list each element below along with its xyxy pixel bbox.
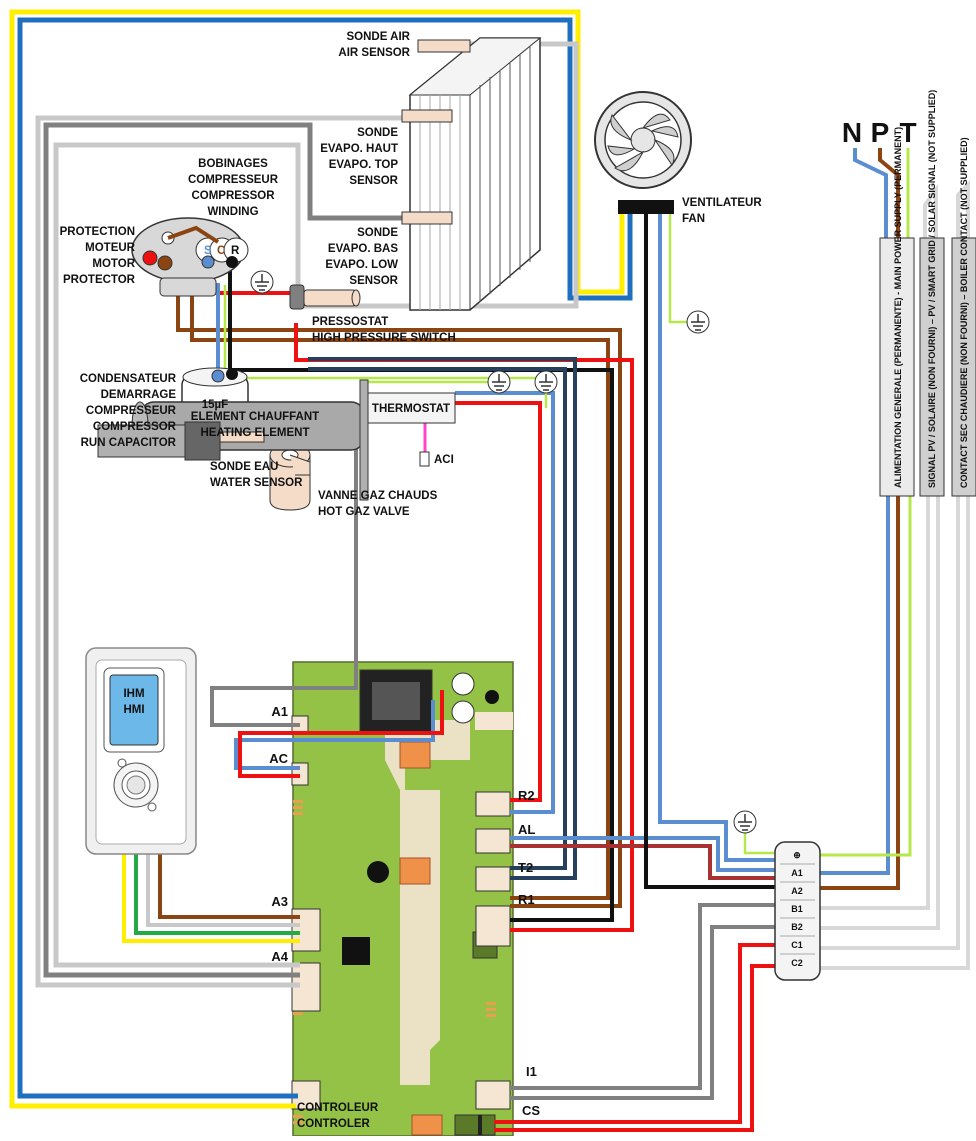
supply-t-label: T (899, 117, 916, 148)
protector-label: PROTECTION (60, 226, 135, 238)
hmi-label: HMI (123, 704, 144, 716)
evap-top-label: SENSOR (349, 175, 398, 187)
controller-label: CONTROLEUR (297, 1102, 379, 1114)
earth-icon (534, 370, 558, 394)
earth-icon (733, 810, 757, 834)
evap-top-label: EVAPO. HAUT (320, 143, 398, 155)
protector-label: PROTECTOR (63, 274, 136, 286)
valve-label: VANNE GAZ CHAUDS (318, 490, 438, 502)
terminal-block: ⊕ A1 A2 B1 B2 C1 C2 (774, 841, 821, 981)
fan-icon (594, 91, 692, 214)
evap-top-label: SONDE (357, 127, 398, 139)
connector-a4: A4 (271, 949, 288, 964)
terminal-row: C1 (791, 940, 803, 950)
capacitor-label: DEMARRAGE (101, 389, 177, 401)
evap-low-label: EVAPO. LOW (325, 259, 398, 271)
valve-label: HOT GAZ VALVE (318, 506, 410, 518)
evap-low-label: SENSOR (349, 275, 398, 287)
connector-ac: AC (269, 751, 288, 766)
hmi-panel (85, 647, 197, 855)
fan-label: VENTILATEUR (682, 197, 762, 209)
heater-label: HEATING ELEMENT (200, 427, 309, 439)
terminal-r-label: R (231, 245, 240, 257)
winding-label: WINDING (207, 206, 258, 218)
fan-label: FAN (682, 213, 705, 225)
capacitor-label: RUN CAPACITOR (81, 437, 177, 449)
connector-a1: A1 (271, 704, 288, 719)
evap-low-label: EVAPO. BAS (328, 243, 398, 255)
thermostat-label: THERMOSTAT (372, 403, 450, 415)
winding-label: COMPRESSOR (191, 190, 275, 202)
heater-label: ELEMENT CHAUFFANT (191, 411, 319, 423)
compressor-terminal (131, 217, 249, 297)
supply-p-label: P (871, 117, 890, 148)
connector-r2: R2 (518, 788, 535, 803)
cable-pv-label: SIGNAL PV / SOLAIRE (NON FOURNI) – PV / … (927, 90, 937, 488)
hmi-label: IHM (123, 688, 144, 700)
water-sensor-label: WATER SENSOR (210, 477, 303, 489)
earth-icon (686, 310, 710, 334)
water-sensor-label: SONDE EAU (210, 461, 278, 473)
controller-label: CONTROLER (297, 1118, 371, 1130)
protector-label: MOTOR (92, 258, 135, 270)
connector-r1: R1 (518, 892, 535, 907)
earth-icon (487, 370, 511, 394)
evap-top-label: EVAPO. TOP (329, 159, 399, 171)
winding-label: COMPRESSEUR (188, 174, 279, 186)
air-sensor-label: AIR SENSOR (338, 47, 410, 59)
cable-main-label: ALIMENTATION GENERALE (PERMANENTE) - MAI… (893, 127, 903, 488)
connector-a3: A3 (271, 894, 288, 909)
terminal-row: C2 (791, 958, 803, 968)
terminal-c-label: C (217, 245, 225, 257)
terminal-row: ⊕ (793, 850, 801, 860)
capacitor-value: 15µF (202, 399, 228, 411)
terminal-row: B1 (791, 904, 803, 914)
terminal-s-label: S (204, 245, 212, 257)
protector-label: MOTEUR (85, 242, 136, 254)
board-connectors (291, 715, 511, 1110)
connector-cs: CS (522, 1103, 540, 1118)
terminal-row: B2 (791, 922, 803, 932)
capacitor-label: COMPRESSEUR (86, 405, 177, 417)
cable-boiler-label: CONTACT SEC CHAUDIERE (NON FOURNI) – BOI… (959, 137, 969, 488)
capacitor-label: COMPRESSOR (93, 421, 177, 433)
aci-label: ACI (434, 454, 454, 466)
connector-al: AL (518, 822, 535, 837)
connector-t2: T2 (518, 860, 533, 875)
terminal-row: A2 (791, 886, 803, 896)
winding-label: BOBINAGES (198, 158, 268, 170)
pressostat-label: HIGH PRESSURE SWITCH (312, 332, 456, 344)
pressostat-label: PRESSOSTAT (312, 316, 388, 328)
air-sensor-label: SONDE AIR (347, 31, 411, 43)
evap-low-label: SONDE (357, 227, 398, 239)
evaporator (401, 37, 542, 311)
pressostat (289, 284, 361, 310)
terminal-row: A1 (791, 868, 803, 878)
capacitor-label: CONDENSATEUR (80, 373, 177, 385)
supply-n-label: N (842, 117, 862, 148)
earth-icon (250, 270, 274, 294)
water-sensor (97, 421, 430, 467)
connector-i1: I1 (526, 1064, 537, 1079)
supply-cables (879, 237, 976, 497)
